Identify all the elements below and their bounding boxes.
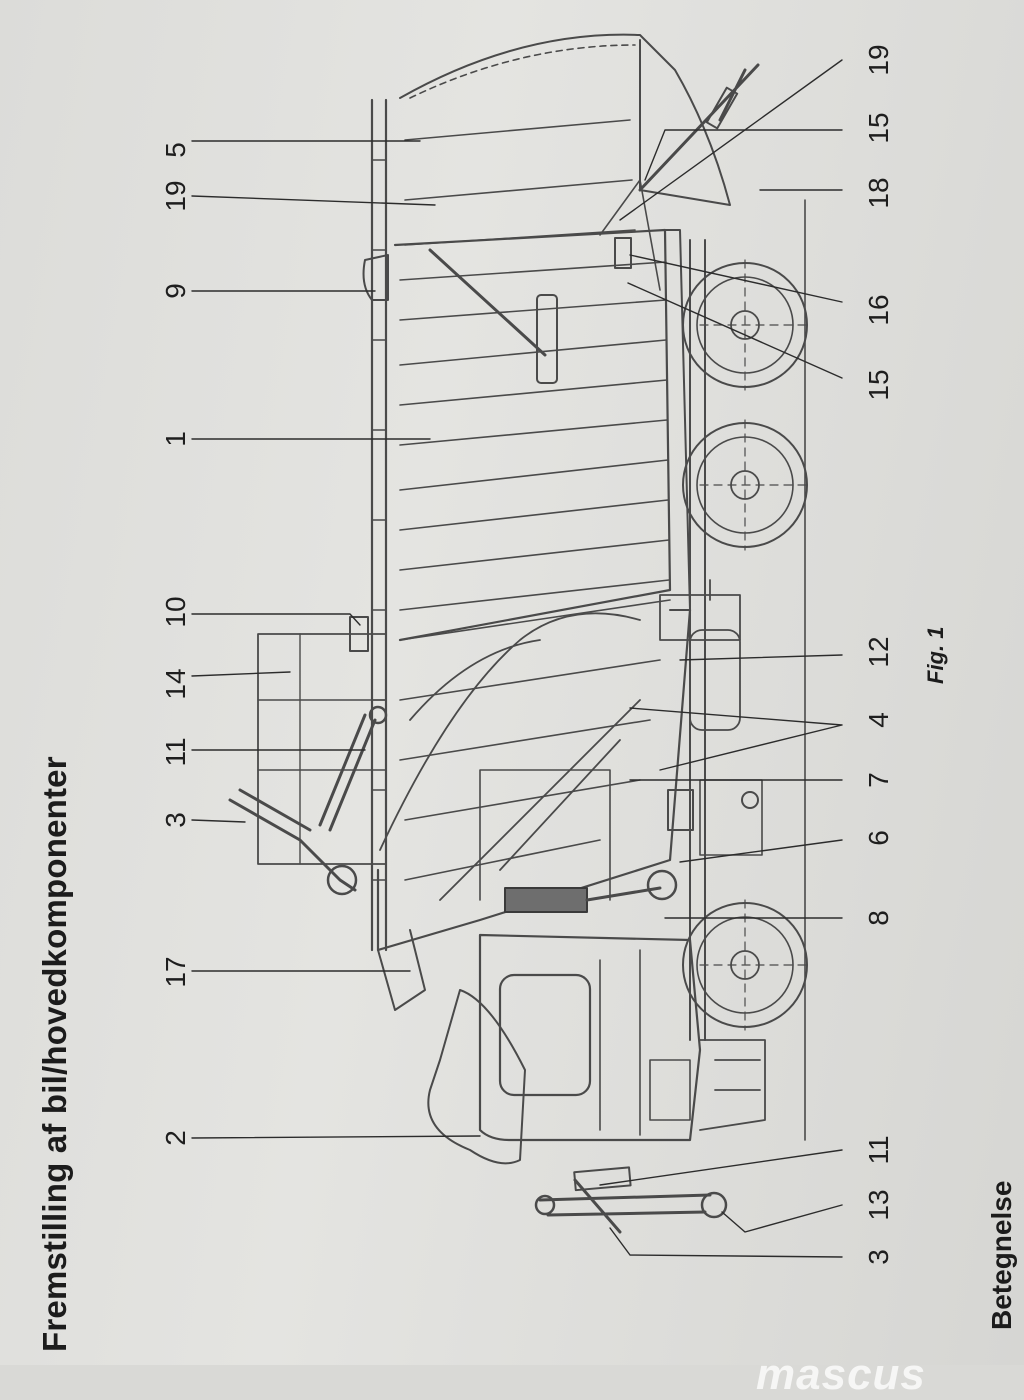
callout-18: 18 <box>863 177 894 208</box>
tail-panels <box>404 119 636 246</box>
front-nose <box>377 929 426 1011</box>
valve-bank <box>699 779 763 856</box>
callout-9: 9 <box>160 283 191 299</box>
callout-2: 2 <box>160 1130 191 1146</box>
callout-1: 1 <box>160 431 191 447</box>
roof-rail <box>370 98 388 952</box>
pump-block <box>667 789 694 831</box>
callout-19-bottom: 19 <box>863 44 894 75</box>
pto-unit <box>504 887 588 913</box>
front-sweep <box>379 612 641 851</box>
callout-7: 7 <box>863 772 894 788</box>
roof-cyl-pivot <box>368 705 388 725</box>
callout-3-top: 3 <box>160 812 191 828</box>
roof-arm-pivot <box>326 864 358 896</box>
callout-15-lower: 15 <box>863 369 894 400</box>
front-diagonal <box>439 699 641 901</box>
tail-door <box>399 33 731 206</box>
callout-17: 17 <box>160 956 191 987</box>
front-wall <box>376 608 692 952</box>
callout-15-upper: 15 <box>863 112 894 143</box>
front-lift-cylinder <box>573 1166 632 1192</box>
pto-shaft <box>585 886 662 902</box>
hydraulic-tank <box>689 629 741 731</box>
cab-roof-fairing <box>427 989 526 1165</box>
cab-step <box>649 1059 691 1121</box>
callout-11-top: 11 <box>160 737 191 766</box>
cab-door-line <box>599 949 641 1136</box>
front-lift-arm <box>538 1178 712 1234</box>
callout-19-top: 19 <box>160 180 191 211</box>
roof-rail-marks <box>371 159 387 881</box>
front-slats <box>399 599 671 881</box>
callout-16: 16 <box>863 294 894 325</box>
side-window <box>536 294 558 384</box>
callout-5: 5 <box>160 142 191 158</box>
callout-6: 6 <box>863 830 894 846</box>
callout-13: 13 <box>863 1189 894 1220</box>
cab-outline <box>478 933 702 1142</box>
front-arm-joint <box>534 1194 556 1216</box>
truck-diagram: 5 19 9 1 10 14 11 3 17 2 19 15 18 16 15 … <box>160 33 894 1265</box>
roof-bracket <box>349 616 369 652</box>
callouts-top-row: 5 19 9 1 10 14 11 3 17 2 <box>160 142 191 1146</box>
roof-lift-cylinder <box>318 713 377 832</box>
callout-11-bottom: 11 <box>863 1135 894 1164</box>
roof-lift-arm <box>228 788 357 892</box>
front-panel-box <box>479 769 611 901</box>
callout-3-bottom: 3 <box>863 1249 894 1265</box>
body-bottom-frame <box>664 229 691 611</box>
callouts-bottom-row: 19 15 18 16 15 12 4 7 6 8 11 13 3 <box>863 44 894 1264</box>
roof-bin <box>257 633 387 865</box>
cab-window <box>498 973 592 1097</box>
callout-leaders <box>191 59 843 1258</box>
pto-gear <box>646 869 678 901</box>
valve-wheel <box>741 791 759 809</box>
axle-dashes <box>699 259 811 1031</box>
tailgate-ram <box>638 63 760 192</box>
tailgate-cylinder <box>705 86 739 130</box>
tail-door-curve <box>409 44 636 99</box>
callout-8: 8 <box>863 910 894 926</box>
front-arm-pivot <box>700 1191 728 1219</box>
roof-bin-lines <box>257 633 387 865</box>
cab-bumper <box>699 1039 766 1131</box>
callout-4: 4 <box>863 712 894 728</box>
callout-14: 14 <box>160 668 191 699</box>
hinge-pivot <box>362 254 389 301</box>
body-outline <box>393 228 672 642</box>
callout-12: 12 <box>863 636 894 667</box>
chassis-rear-bracket <box>659 579 741 641</box>
body-slats <box>399 261 670 611</box>
sensor-box <box>614 237 632 269</box>
tailgate-arm <box>599 179 661 291</box>
diagonal-strut <box>428 248 547 357</box>
callout-10: 10 <box>160 596 191 627</box>
